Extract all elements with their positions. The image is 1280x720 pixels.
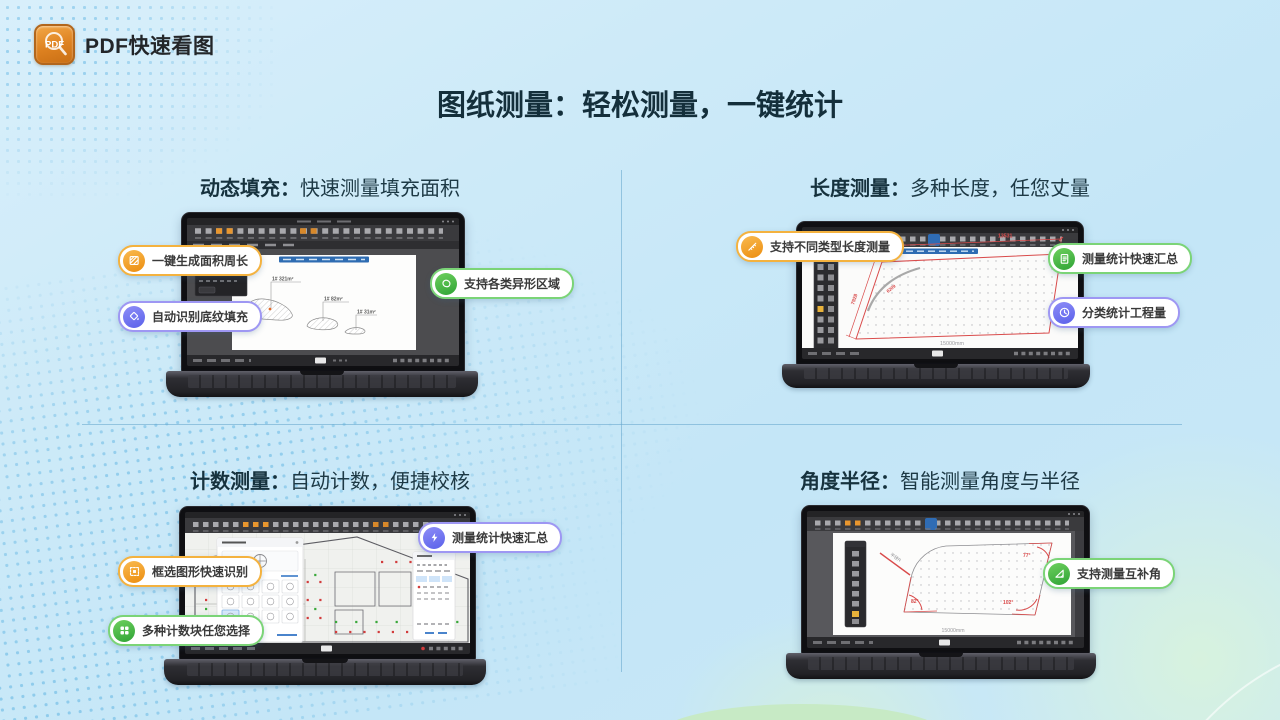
paint-fill-icon	[123, 305, 145, 328]
toolbar	[807, 517, 1084, 531]
callout-length-summary: 测量统计快速汇总	[1048, 243, 1193, 274]
lightning-icon	[423, 526, 445, 549]
blob-region-icon	[435, 272, 457, 295]
callout-supplementary-angle: 支持测量互补角	[1043, 558, 1176, 589]
callout-label: 支持各类异形区域	[464, 277, 561, 291]
laptop-screen-fill: 1# 321m² 1# 82m² 1# 31m²	[181, 212, 465, 373]
logo-pdf-text: PDF	[45, 39, 64, 50]
callout-count-summary: 测量统计快速汇总	[418, 522, 563, 553]
dim-bottom-label: 15000mm	[940, 341, 964, 347]
angle-bottom-right-label: 102°	[1003, 600, 1013, 606]
ruler-icon	[741, 235, 763, 258]
section-title-count-rest: 自动计数，便捷校核	[290, 471, 470, 493]
page-title-rest: 轻松测量，一键统计	[582, 90, 844, 122]
section-title-fill-rest: 快速测量填充面积	[300, 178, 460, 200]
section-title-count: 计数测量：自动计数，便捷校核	[60, 465, 600, 494]
callout-label: 框选图形快速识别	[152, 565, 249, 579]
dim-arc-label: 6209	[886, 283, 897, 294]
callout-length-types: 支持不同类型长度测量	[736, 231, 905, 262]
angle-app-screenshot: 半径R 77° 82° 102° 15000mm	[807, 511, 1084, 648]
page-title-strong: 图纸测量：	[436, 90, 582, 122]
app-logo-icon: PDF	[34, 24, 75, 65]
area-grid-icon	[123, 249, 145, 272]
laptop-base-angle	[786, 653, 1096, 679]
callout-label: 多种计数块任您选择	[142, 624, 251, 638]
clipboard-list-icon	[1053, 247, 1075, 270]
callout-label: 测量统计快速汇总	[452, 531, 549, 545]
area-label-3: 1# 31m²	[357, 310, 376, 316]
laptop-base-fill	[166, 371, 478, 397]
area-label-1: 1# 321m²	[272, 277, 294, 283]
section-title-fill: 动态填充：快速测量填充面积	[60, 172, 600, 201]
area-label-2: 1# 82m²	[324, 297, 343, 303]
divider-vertical	[621, 170, 622, 672]
tool-panel	[844, 540, 867, 628]
section-title-length: 长度测量：多种长度，任您丈量	[622, 172, 1278, 201]
magnifier-icon: PDF	[44, 31, 67, 55]
brand-name: PDF快速看图	[85, 34, 215, 58]
laptop-base-length	[782, 364, 1090, 388]
marquee-select-icon	[123, 560, 145, 583]
status-bar	[807, 637, 1084, 648]
angle-top-right-label: 77°	[1023, 553, 1031, 559]
dim-bottom-label: 15000mm	[941, 628, 964, 634]
callout-label: 分类统计工程量	[1082, 306, 1167, 320]
callout-label: 测量统计快速汇总	[1082, 252, 1179, 266]
callout-generate-area: 一键生成面积周长	[118, 245, 263, 276]
callout-label: 支持测量互补角	[1077, 567, 1162, 581]
section-title-angle: 角度半径：智能测量角度与半径	[622, 465, 1258, 494]
callout-count-blocks: 多种计数块任您选择	[108, 615, 265, 646]
callout-recognize-fill: 自动识别底纹填充	[118, 301, 263, 332]
status-bar	[187, 355, 459, 366]
callout-label: 支持不同类型长度测量	[770, 240, 891, 254]
statistics-panel	[412, 551, 456, 641]
section-title-angle-rest: 智能测量角度与半径	[900, 471, 1080, 493]
clock-icon	[1053, 301, 1075, 324]
laptop-screen-length: 13531 7928 6209 总长度：43889 15000mm	[796, 221, 1084, 366]
dim-left-label: 7928	[850, 293, 859, 306]
callout-label: 自动识别底纹填充	[152, 310, 249, 324]
background-green-ellipse-bottom	[656, 704, 948, 720]
callout-irregular-regions: 支持各类异形区域	[430, 268, 575, 299]
tool-panel	[813, 257, 839, 351]
section-title-count-strong: 计数测量：	[190, 471, 290, 493]
section-title-length-strong: 长度测量：	[810, 178, 910, 200]
length-app-screenshot: 13531 7928 6209 总长度：43889 15000mm	[802, 227, 1078, 359]
section-title-length-rest: 多种长度，任您丈量	[910, 178, 1090, 200]
background-ring	[1128, 632, 1280, 720]
status-bar	[802, 348, 1078, 359]
callout-category-stats: 分类统计工程量	[1048, 297, 1181, 328]
callout-box-select: 框选图形快速识别	[118, 556, 263, 587]
divider-horizontal	[82, 424, 1182, 425]
brand-header: PDF PDF快速看图	[34, 24, 215, 65]
section-title-angle-strong: 角度半径：	[800, 471, 900, 493]
callout-label: 一键生成面积周长	[152, 254, 249, 268]
angle-bottom-left-label: 82°	[911, 599, 919, 605]
laptop-base-count	[164, 659, 486, 685]
fill-app-screenshot: 1# 321m² 1# 82m² 1# 31m²	[187, 218, 459, 366]
section-title-fill-strong: 动态填充：	[200, 178, 300, 200]
blocks-grid-icon	[113, 619, 135, 642]
dim-top-label: 13531	[998, 234, 1013, 240]
angle-triangle-icon	[1048, 562, 1070, 585]
page-title: 图纸测量：轻松测量，一键统计	[0, 82, 1280, 124]
